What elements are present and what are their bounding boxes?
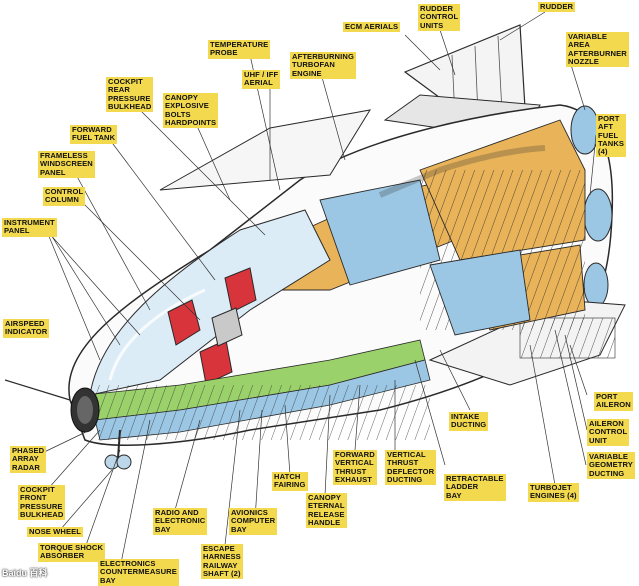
label-uhf-iff-aerial: UHF / IFF AERIAL	[242, 70, 281, 89]
leader-lines	[37, 11, 597, 569]
label-variable-area-nozzle: VARIABLE AREA AFTERBURNER NOZZLE	[566, 32, 629, 68]
label-port-aileron: PORT AILERON	[594, 392, 633, 411]
label-frameless-windscreen: FRAMELESS WINDSCREEN PANEL	[38, 151, 95, 178]
label-intake-ducting: INTAKE DUCTING	[449, 412, 489, 431]
nose-wheel	[104, 429, 132, 470]
label-forward-fuel-tank: FORWARD FUEL TANK	[70, 125, 118, 144]
label-hatch-fairing: HATCH FAIRING	[272, 472, 308, 491]
label-electronics-countermeasure: ELECTRONICS COUNTERMEASURE BAY	[98, 559, 179, 586]
cockpit-seats	[167, 267, 257, 385]
label-vertical-thrust-deflector: VERTICAL THRUST DEFLECTOR DUCTING	[385, 450, 437, 486]
airspeed-probe	[4, 379, 71, 401]
label-torque-shock-absorber: TORQUE SHOCK ABSORBER	[38, 543, 106, 562]
label-variable-geometry-ducting: VARIABLE GEOMETRY DUCTING	[587, 452, 635, 479]
label-airspeed-indicator: AIRSPEED INDICATOR	[3, 319, 50, 338]
label-rudder: RUDDER	[538, 2, 576, 13]
label-canopy-external-release: CANOPY ETERNAL RELEASE HANDLE	[306, 493, 347, 529]
label-forward-vertical-thrust-exhaust: FORWARD VERTICAL THRUST EXHAUST	[333, 450, 377, 486]
label-avionics-computer-bay: AVIONICS COMPUTER BAY	[229, 508, 278, 535]
label-afterburning-turbofan: AFTERBURNING TURBOFAN ENGINE	[290, 52, 356, 79]
label-cockpit-front-bulkhead: COCKPIT FRONT PRESSURE BULKHEAD	[18, 485, 66, 521]
label-cockpit-rear-bulkhead: COCKPIT REAR PRESSURE BULKHEAD	[106, 77, 154, 113]
label-aileron-control-unit: AILERON CONTROL UNIT	[587, 419, 630, 446]
label-control-column: CONTROL COLUMN	[43, 187, 86, 206]
label-phased-array-radar: PHASED ARRAY RADAR	[10, 446, 47, 473]
phased-array-radar	[70, 387, 100, 433]
canopy	[89, 209, 331, 396]
label-retractable-ladder-bay: RETRACTABLE LADDER BAY	[444, 474, 506, 501]
watermark: Baidu 百科	[2, 568, 48, 578]
label-instrument-panel: INSTRUMENT PANEL	[2, 218, 57, 237]
label-ecm-aerials: ECM AERIALS	[343, 22, 401, 33]
label-nose-wheel: NOSE WHEEL	[27, 527, 84, 538]
label-canopy-explosive-bolts: CANOPY EXPLOSIVE BOLTS HARDPOINTS	[163, 93, 219, 129]
label-escape-harness-railway: ESCAPE HARNESS RAILWAY SHAFT (2)	[201, 544, 243, 580]
label-port-aft-fuel-tanks: PORT AFT FUEL TANKS (4)	[596, 114, 627, 158]
label-temperature-probe: TEMPERATURE PROBE	[208, 40, 271, 59]
electronic-bays	[84, 339, 431, 441]
engine-ducting	[319, 145, 546, 336]
label-rudder-control-units: RUDDER CONTROL UNITS	[418, 4, 461, 31]
label-radio-electronic-bay: RADIO AND ELECTRONIC BAY	[153, 508, 208, 535]
label-turbojet-engines: TURBOJET ENGINES (4)	[528, 483, 579, 502]
